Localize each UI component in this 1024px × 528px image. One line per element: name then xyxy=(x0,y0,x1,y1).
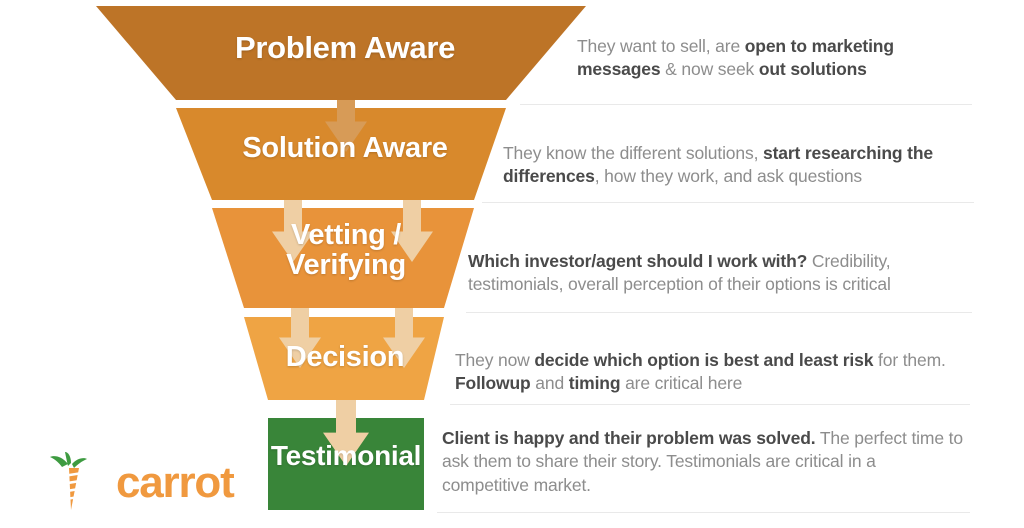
funnel-band-2 xyxy=(176,108,506,200)
carrot-icon xyxy=(50,452,87,510)
funnel-flow-arrow-6 xyxy=(323,400,369,466)
funnel-flow-arrow-3 xyxy=(391,200,433,262)
funnel-flow-arrow-1 xyxy=(325,100,367,152)
description-problem-aware: They want to sell, are open to marketing… xyxy=(577,36,894,80)
funnel-band-4 xyxy=(244,317,444,400)
description-testimonial: Client is happy and their problem was so… xyxy=(442,428,963,495)
funnel-flow-arrow-4 xyxy=(279,308,321,368)
logo-wordmark: carrot xyxy=(116,458,235,507)
description-decision: They now decide which option is best and… xyxy=(455,350,946,394)
description-solution-aware: They know the different solutions, start… xyxy=(503,143,933,187)
row-divider xyxy=(520,104,972,105)
funnel-flow-arrow-2 xyxy=(272,200,314,262)
description-vetting-verifying: Which investor/agent should I work with?… xyxy=(468,251,891,295)
funnel-band-1 xyxy=(96,6,586,100)
carrot-logo: carrot xyxy=(38,452,235,514)
row-divider xyxy=(466,312,972,313)
row-divider xyxy=(450,404,970,405)
row-divider xyxy=(437,512,970,513)
funnel-flow-arrow-5 xyxy=(383,308,425,368)
row-divider xyxy=(482,202,974,203)
funnel-band-3 xyxy=(212,208,474,308)
